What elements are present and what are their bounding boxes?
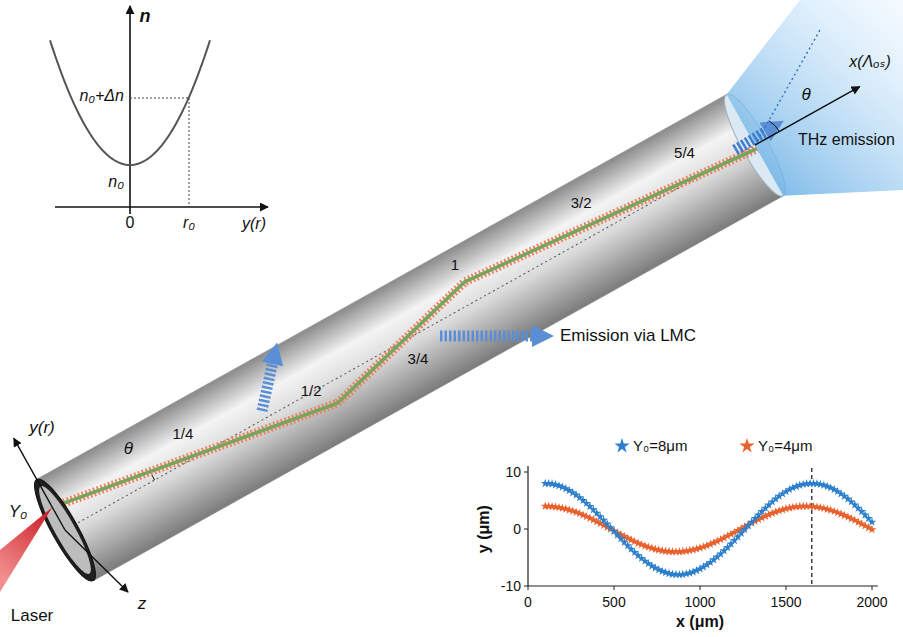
period-label: 3/4 bbox=[408, 350, 429, 367]
axis-label: y(r) bbox=[242, 215, 266, 233]
tick-mark bbox=[700, 586, 701, 590]
angle-arc bbox=[769, 121, 780, 132]
data-series bbox=[541, 479, 877, 579]
tick-label: 1000 bbox=[684, 594, 715, 610]
tick-label: 0 bbox=[524, 594, 532, 610]
tick-mark bbox=[524, 472, 528, 473]
axis-label: x(Λₒₛ) bbox=[849, 53, 891, 71]
data-point bbox=[868, 517, 877, 525]
cylinder-body bbox=[37, 94, 783, 580]
source-label: Laser bbox=[11, 606, 54, 626]
tick-label: -10 bbox=[501, 578, 521, 594]
axis-label: z bbox=[138, 594, 147, 614]
parabola-curve bbox=[50, 40, 210, 165]
tick-mark bbox=[524, 529, 528, 530]
legend-text: Y₀=4μm bbox=[758, 437, 812, 454]
tick-label: 0 bbox=[513, 521, 521, 537]
emission-label: THz emission bbox=[798, 131, 895, 149]
emission-arrow bbox=[262, 364, 272, 411]
legend-swatch bbox=[739, 438, 754, 452]
tick-mark bbox=[524, 586, 528, 587]
data-series bbox=[541, 502, 877, 556]
beam-path bbox=[52, 122, 765, 549]
period-label: 3/2 bbox=[571, 194, 592, 211]
cylinder-edge bbox=[37, 94, 727, 479]
axis-label: y(r) bbox=[29, 418, 54, 438]
tick-label: 2000 bbox=[856, 594, 887, 610]
tick-mark bbox=[786, 586, 787, 590]
fiber-cylinder bbox=[25, 88, 794, 587]
tick-label: 1500 bbox=[770, 594, 801, 610]
axis-title: x (μm) bbox=[676, 613, 724, 631]
axis-label: n bbox=[140, 6, 151, 27]
axis-line bbox=[528, 585, 878, 586]
beam-hatch bbox=[52, 122, 765, 549]
guide-line bbox=[130, 98, 189, 99]
thz-cone bbox=[727, 0, 903, 196]
legend-text: Y₀=8μm bbox=[633, 437, 687, 454]
axis-tick-label: 0 bbox=[126, 214, 135, 232]
period-label: 1 bbox=[451, 256, 459, 273]
axis-title: y (μm) bbox=[475, 505, 493, 553]
tick-label: 10 bbox=[505, 464, 521, 480]
data-point bbox=[868, 525, 877, 533]
angle-label: θ bbox=[124, 439, 133, 459]
level-label: n₀+Δn bbox=[79, 87, 124, 105]
cone-axis bbox=[755, 30, 820, 145]
index-profile bbox=[50, 6, 268, 214]
angle-label: θ bbox=[801, 85, 810, 105]
legend-swatch bbox=[614, 438, 629, 452]
axis-line bbox=[55, 206, 268, 208]
emission-label: Emission via LMC bbox=[560, 326, 696, 346]
level-label: n₀ bbox=[108, 173, 124, 191]
tick-label: 500 bbox=[602, 594, 625, 610]
guide-line bbox=[189, 98, 190, 207]
axis-line bbox=[527, 466, 528, 586]
tick-mark bbox=[614, 586, 615, 590]
tick-mark bbox=[528, 586, 529, 590]
emission-arrow bbox=[440, 331, 532, 342]
tick-mark bbox=[872, 586, 873, 590]
period-label: 5/4 bbox=[674, 144, 695, 161]
period-label: 1/2 bbox=[301, 382, 322, 399]
cylinder-edge bbox=[93, 196, 783, 581]
period-label: 1/4 bbox=[172, 425, 193, 442]
axis-line bbox=[65, 530, 128, 592]
axis-line bbox=[129, 6, 131, 214]
offset-label: Y₀ bbox=[9, 502, 28, 522]
axis-tick-label: r₀ bbox=[183, 214, 195, 232]
trajectory-chart bbox=[524, 466, 878, 590]
entrance-axes bbox=[14, 438, 128, 592]
